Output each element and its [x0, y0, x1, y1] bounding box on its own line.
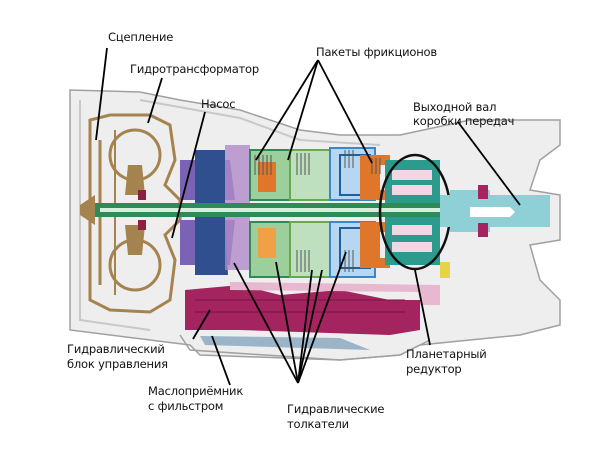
converter-seal-bottom [138, 220, 146, 230]
leader-friction-2 [287, 59, 319, 161]
label-planetary-1: Планетарный [406, 347, 487, 361]
label-oil-intake-2: с фильстром [148, 399, 224, 413]
label-hydraulic-block-1: Гидравлический [67, 342, 165, 356]
leader-pump [171, 111, 206, 239]
oil-pump [180, 145, 250, 275]
oil-pan-filter [200, 336, 370, 350]
leader-pusher-4 [297, 269, 323, 384]
planetary-gear-set [385, 160, 440, 265]
park-lock [440, 262, 450, 278]
label-planetary-2: редуктор [406, 362, 462, 376]
leader-friction-3 [317, 59, 373, 164]
leader-pusher-5 [297, 251, 347, 384]
housing-inner-edge [79, 100, 151, 331]
leader-oil-intake [211, 335, 231, 386]
label-output-shaft-2: коробки передач [413, 114, 515, 128]
label-pushers-2: толкатели [287, 417, 349, 431]
oil-pan [179, 334, 431, 361]
leader-clutch [95, 47, 108, 141]
converter-seal-top [138, 190, 146, 200]
label-pump: Насос [201, 97, 236, 111]
input-shaft-core [100, 208, 490, 212]
friction-discs [254, 150, 381, 272]
output-shaft [440, 185, 550, 237]
label-torque-converter: Гидротрансформатор [130, 62, 259, 76]
leader-friction-1 [255, 59, 319, 161]
leader-planetary [414, 269, 431, 346]
leader-hydraulic-block [192, 309, 211, 340]
leader-pusher-3 [297, 269, 313, 384]
label-pushers-1: Гидравлические [287, 402, 385, 416]
label-friction-packs: Пакеты фрикционов [316, 45, 437, 59]
label-output-shaft-1: Выходной вал [413, 100, 497, 114]
hydraulic-valve-body [185, 282, 440, 335]
converter-hub [80, 165, 145, 255]
leader-output-shaft [457, 121, 521, 206]
leader-torque-converter [147, 77, 163, 124]
label-clutch: Сцепление [108, 30, 174, 44]
leader-lines [95, 47, 521, 386]
housing-top-edge [139, 99, 381, 146]
leader-pusher-1 [233, 262, 299, 384]
label-hydraulic-block-2: блок управления [67, 357, 168, 371]
leader-pusher-2 [275, 261, 299, 384]
label-oil-intake-1: Маслоприёмник [148, 384, 244, 398]
